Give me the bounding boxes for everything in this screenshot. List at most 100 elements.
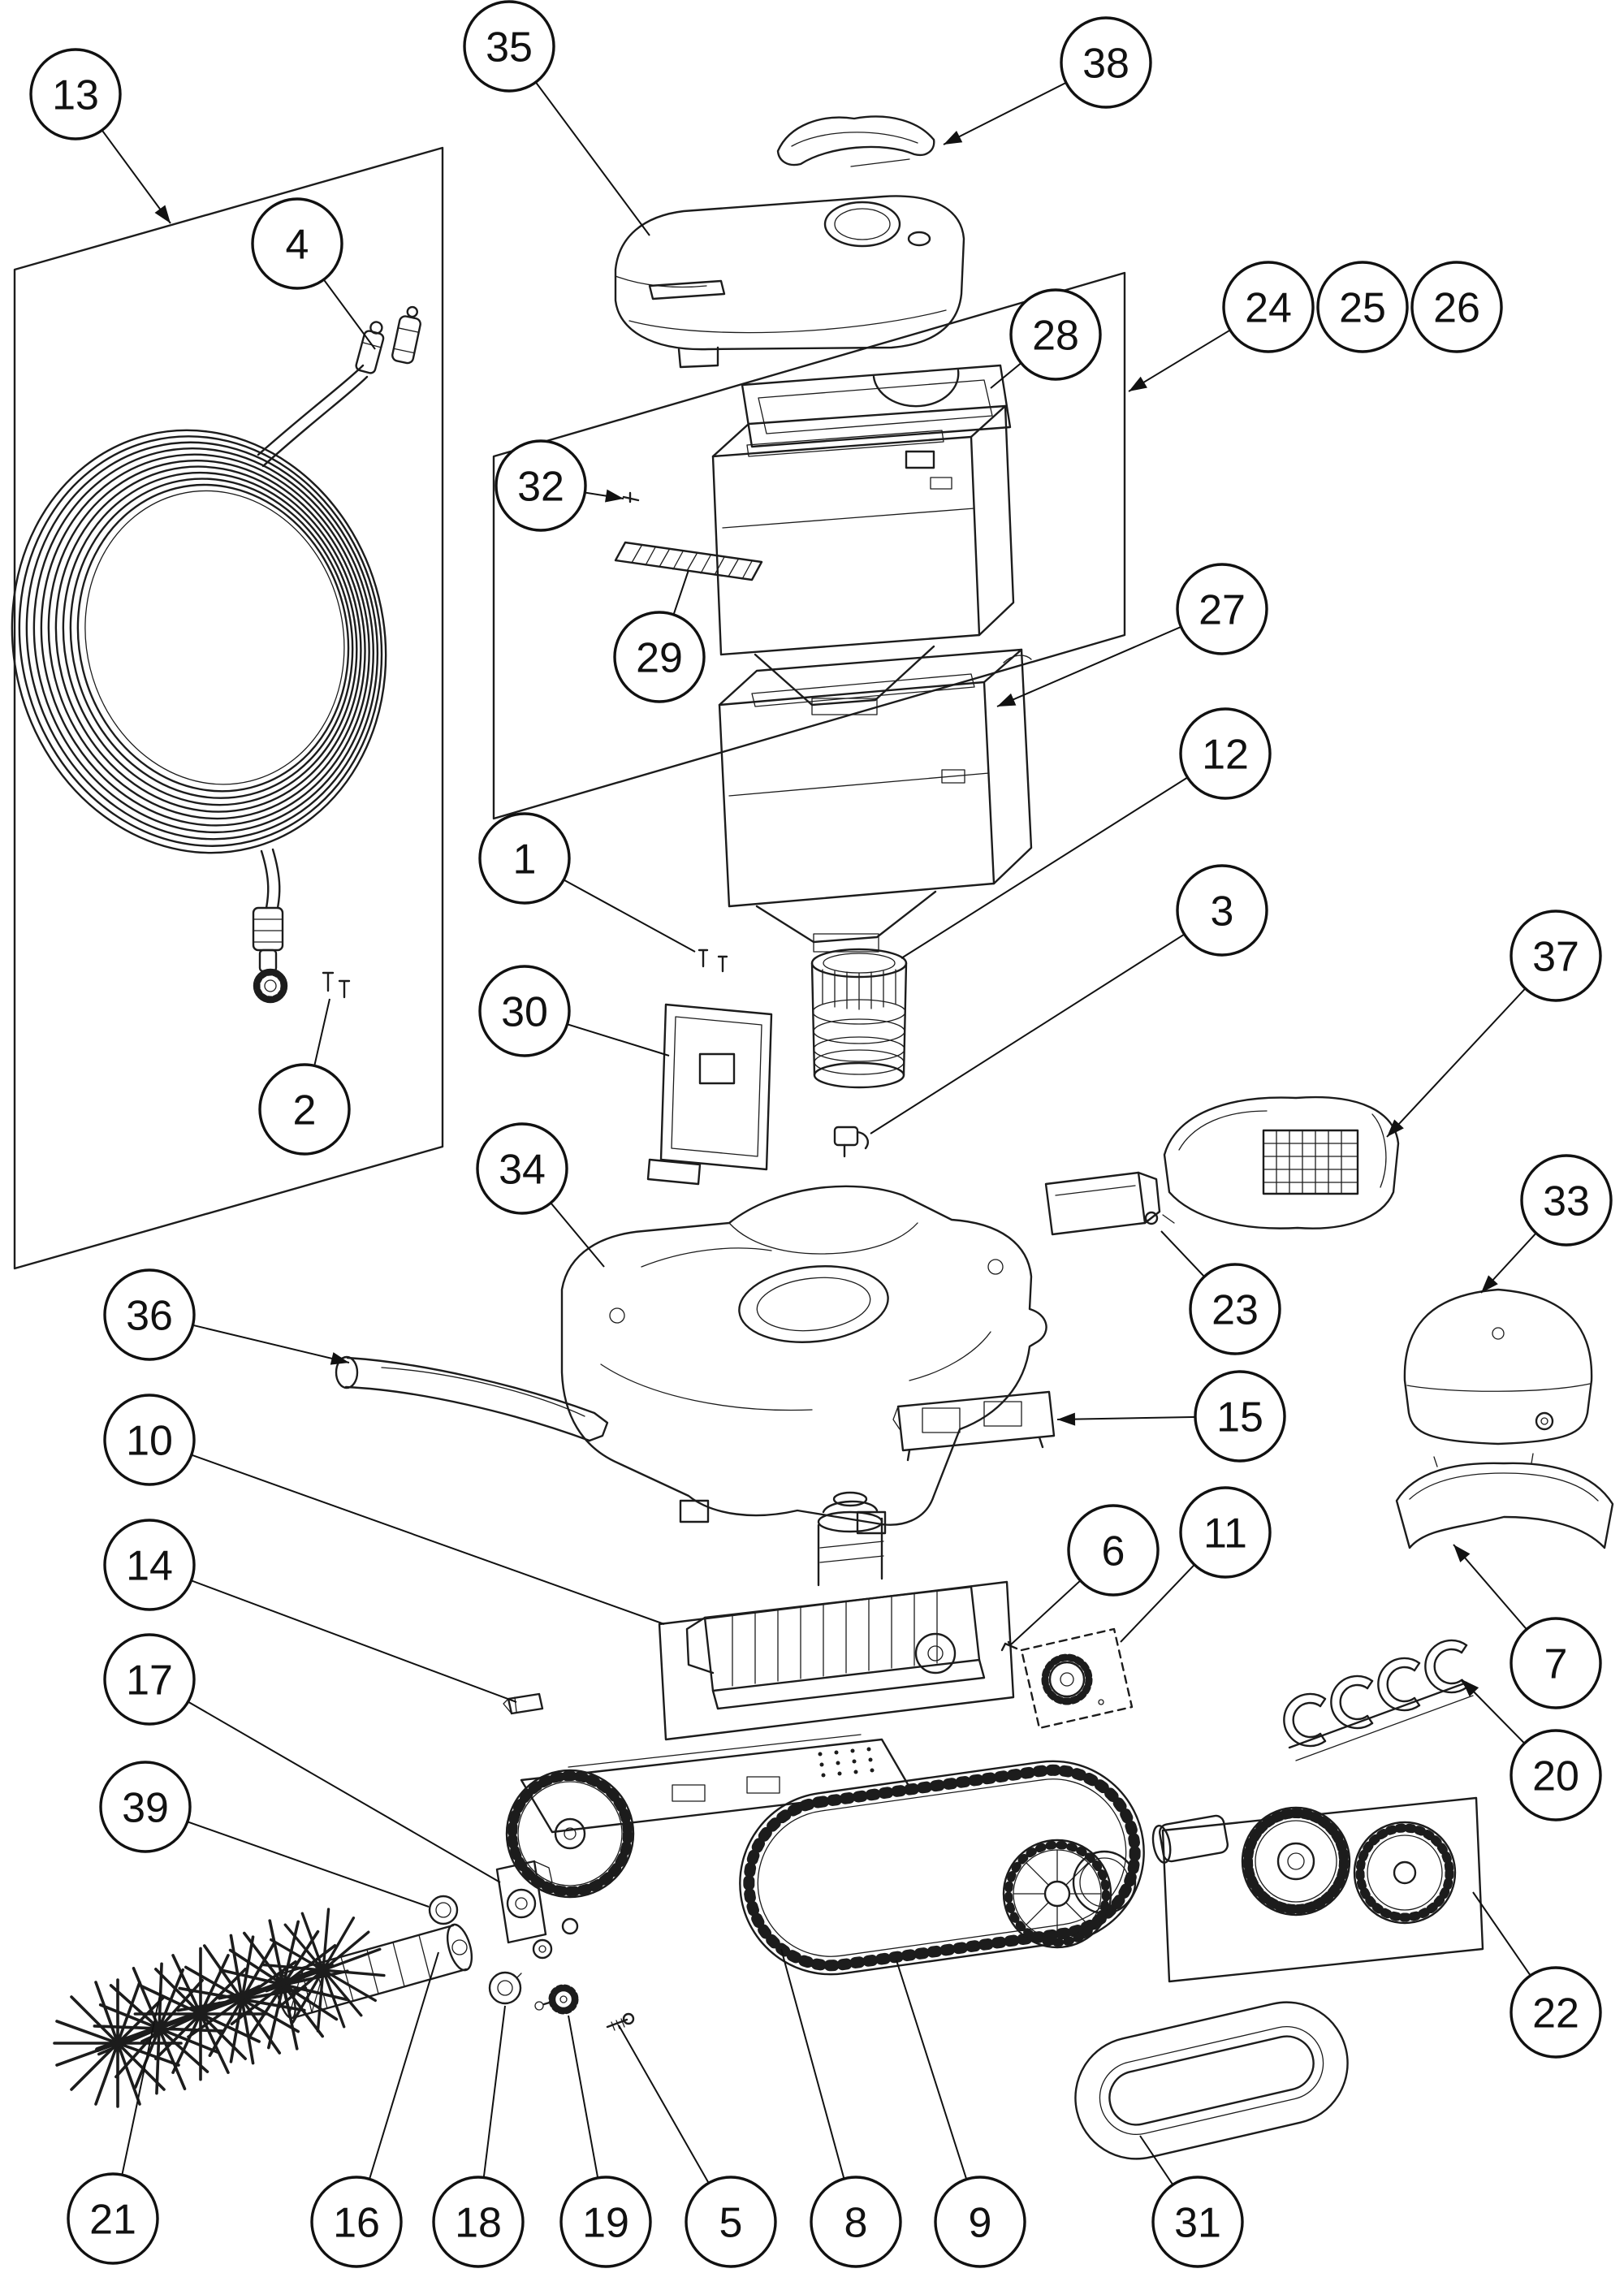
callout-circle [934,2176,1026,2268]
callout-circle [258,1063,351,1156]
leader-arrowhead [330,1352,349,1365]
drain-fitting [833,1126,869,1158]
filter-cartridge [810,948,908,1089]
callout-circle [1222,261,1315,353]
bumper-frame [1395,1453,1614,1549]
callout-25: 25 [1316,261,1409,353]
callout-leader [149,1564,517,1703]
callout-label: 15 [1216,1394,1263,1441]
filter-basket-lower [718,648,1033,953]
callout-3: 3 [870,864,1268,1134]
callout-9: 9 [896,1960,1026,2268]
callout-label: 9 [969,2200,992,2247]
callout-label: 24 [1245,285,1292,332]
callout-10: 10 [103,1394,665,1625]
callout-22: 22 [1472,1891,1602,2059]
filter-basket-upper [711,404,1015,715]
callout-circle [1520,1154,1613,1247]
callout-leader [149,1439,665,1625]
callout-label: 27 [1199,587,1246,634]
callout-27: 27 [996,563,1268,707]
callout-8: 8 [780,1948,902,2268]
callout-circle [1510,910,1602,1002]
latch-bracket [1044,1171,1175,1236]
callout-circle [99,1761,192,1853]
callout-label: 31 [1174,2200,1221,2247]
callout-label: 16 [333,2200,380,2247]
callout-label: 5 [719,2200,743,2247]
main-body [560,1185,1047,1535]
callout-circle [1510,1966,1602,2059]
callout-label: 10 [126,1418,173,1465]
leader-arrowhead [1453,1545,1471,1562]
callout-circle [1176,563,1268,655]
callout-label: 21 [89,2197,136,2244]
callout-circle [1009,288,1102,381]
callout-24: 24 [1128,261,1315,392]
track-belt [1074,2001,1349,2160]
callout-15: 15 [1056,1370,1286,1463]
callout-32: 32 [495,439,624,532]
callout-label: 2 [293,1087,317,1134]
callout-circle [1060,16,1152,109]
callout-circle [67,2172,159,2265]
power-cable-coil [11,364,387,910]
callout-34: 34 [476,1122,605,1268]
callout-23: 23 [1160,1230,1281,1355]
callout-28: 28 [990,288,1102,389]
screw-6 [1000,1640,1018,1652]
callout-11: 11 [1120,1486,1272,1643]
screws-1 [698,949,728,973]
cable-float-connectors [355,305,421,374]
callout-label: 33 [1543,1178,1590,1225]
dome-cover [1403,1288,1593,1445]
drive-gear-boundary [1020,1627,1134,1730]
callout-label: 14 [126,1543,173,1590]
callout-label: 23 [1212,1287,1259,1334]
callout-circle [29,48,122,140]
callout-circle [103,1268,196,1361]
callout-circle [103,1633,196,1726]
drive-track-assembly [505,1734,1145,1976]
leader-arrowhead [1387,1119,1404,1137]
drive-gear [1041,1653,1104,1705]
retainer-pin [622,491,640,503]
callout-circle [1510,1617,1602,1709]
callout-4: 4 [251,197,376,350]
callout-circle [1189,1263,1281,1355]
callout-12: 12 [901,707,1272,959]
side-grille-cover [1163,1095,1400,1229]
callout-39: 39 [99,1761,430,1908]
leader-arrowhead [1481,1275,1498,1293]
callout-circle [463,0,555,93]
callout-16: 16 [310,1951,439,2268]
callout-leader [901,753,1226,959]
vent-holes [818,1747,875,1778]
callout-label: 29 [636,635,683,682]
callout-label: 4 [286,222,309,269]
callout-circle [103,1519,196,1611]
callout-26: 26 [1410,261,1503,353]
leader-arrowhead [1462,1679,1479,1697]
callout-38: 38 [943,16,1152,145]
callout-circle [1316,261,1409,353]
motor-block-boundary [658,1580,1015,1741]
lock-frame [892,1390,1056,1462]
callout-circle [1067,1504,1160,1597]
callout-circle [559,2176,652,2268]
callout-17: 17 [103,1633,501,1883]
callout-circle [476,1122,568,1215]
callout-circle [1194,1370,1286,1463]
callout-label: 17 [126,1657,173,1705]
callout-circle [685,2176,777,2268]
callout-35: 35 [463,0,650,236]
leader-arrowhead [997,693,1017,707]
callout-label: 25 [1339,285,1386,332]
callout-circle [495,439,587,532]
callout-label: 34 [499,1147,546,1194]
callout-37: 37 [1386,910,1602,1138]
callout-label: 39 [122,1785,169,1832]
callout-leader [356,1951,439,2223]
callout-label: 3 [1211,888,1234,936]
